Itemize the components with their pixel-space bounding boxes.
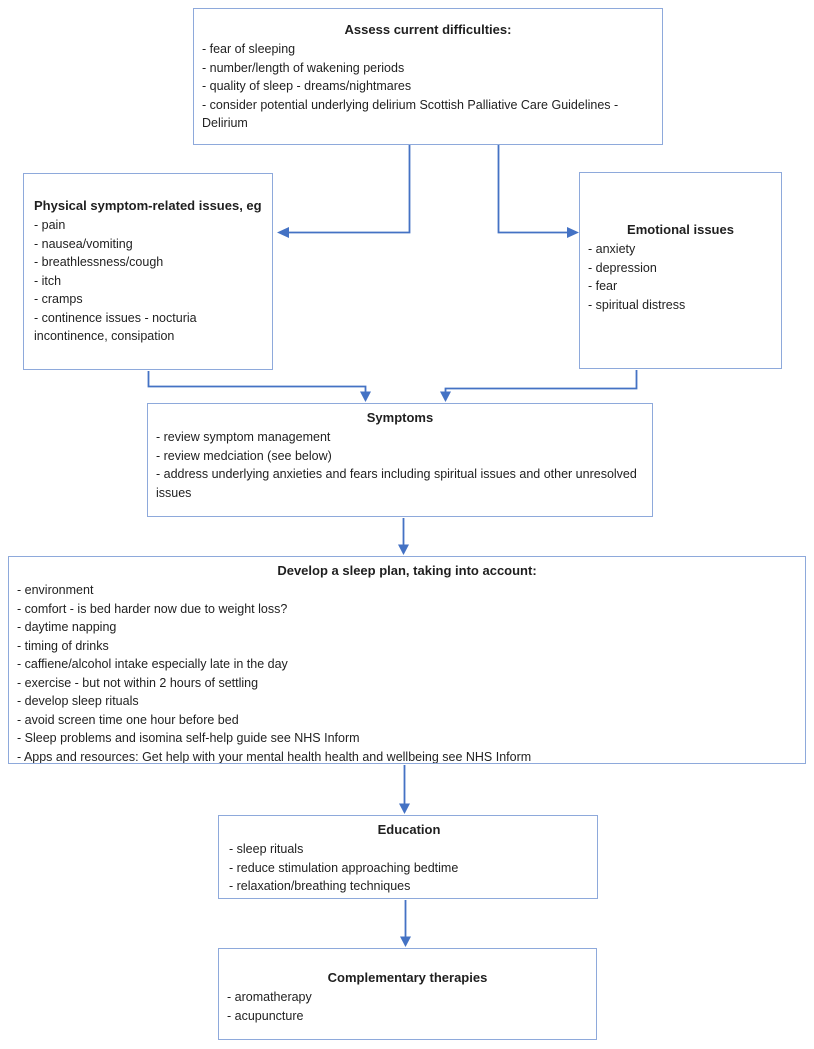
box-title: Emotional issues	[627, 222, 734, 237]
complementary-therapies-box: Complementary therapies - aromatherapy -…	[218, 948, 597, 1040]
list-item: - spiritual distress	[588, 297, 686, 312]
list-item: - caffiene/alcohol intake especially lat…	[17, 657, 288, 671]
list-item: - comfort - is bed harder now due to wei…	[17, 601, 288, 616]
assess-current-difficulties-box: Assess current difficulties: - fear of s…	[193, 8, 663, 145]
list-item: - fear	[588, 279, 618, 293]
left-arrowhead-icon	[277, 227, 289, 238]
sleep-plan-box: Develop a sleep plan, taking into accoun…	[8, 556, 806, 764]
list-item: - anxiety	[588, 242, 636, 256]
down-arrowhead-icon	[398, 544, 409, 555]
emotional-issues-box: Emotional issues - anxiety - depression …	[579, 172, 782, 369]
list-item: - quality of sleep - dreams/nightmares	[202, 79, 412, 93]
down-arrowhead-icon	[440, 391, 451, 402]
connector-assess-to-physical	[289, 145, 411, 234]
connector-assess-to-emotional	[497, 145, 567, 234]
list-item: - avoid screen time one hour before bed	[17, 712, 239, 727]
list-item: - consider potential underlying delirium…	[202, 97, 619, 131]
list-item: - breathlessness/cough	[34, 255, 164, 269]
down-arrowhead-icon	[360, 391, 371, 402]
list-item: - number/length of wakening periods	[202, 60, 405, 75]
list-item: - develop sleep rituals	[17, 694, 139, 708]
box-title: Physical symptom-related issues, eg	[34, 198, 262, 213]
box-title: Develop a sleep plan, taking into accoun…	[277, 563, 537, 578]
physical-issues-box: Physical symptom-related issues, eg - pa…	[23, 173, 273, 370]
list-item: - aromatherapy	[227, 990, 312, 1004]
box-title: Symptoms	[366, 410, 434, 425]
list-item: - acupuncture	[227, 1008, 304, 1023]
list-item: - review medciation (see below)	[156, 448, 332, 463]
list-item: - reduce stimulation approaching bedtime	[229, 860, 459, 875]
list-item: - exercise - but not within 2 hours of s…	[17, 675, 259, 690]
list-item: - sleep rituals	[229, 842, 304, 856]
box-title: Assess current difficulties:	[344, 22, 512, 37]
list-item: - relaxation/breathing techniques	[229, 879, 411, 893]
list-item: - fear of sleeping	[202, 42, 296, 56]
connector-physical-to-symptoms	[147, 371, 367, 392]
symptoms-box: Symptoms - review symptom management - r…	[147, 403, 653, 517]
list-item: - cramps	[34, 292, 83, 306]
list-item: - daytime napping	[17, 620, 117, 634]
down-arrowhead-icon	[399, 803, 410, 814]
list-item: - continence issues - nocturia incontine…	[34, 310, 197, 344]
list-item: - itch	[34, 273, 62, 288]
list-item: - timing of drinks	[17, 638, 109, 653]
list-item: - address underlying anxieties and fears…	[156, 467, 637, 500]
education-box: Education - sleep rituals - reduce stimu…	[218, 815, 598, 899]
box-title: Complementary therapies	[327, 970, 488, 985]
connector-emotional-to-symptoms	[444, 370, 638, 392]
down-arrowhead-icon	[400, 936, 411, 947]
list-item: - environment	[17, 583, 94, 597]
list-item: - nausea/vomiting	[34, 236, 133, 251]
right-arrowhead-icon	[567, 227, 579, 238]
list-item: - Sleep problems and isomina self-help g…	[17, 731, 360, 745]
list-item: - Apps and resources: Get help with your…	[17, 749, 532, 764]
list-item: - depression	[588, 260, 657, 275]
box-title: Education	[377, 822, 441, 837]
list-item: - review symptom management	[156, 430, 331, 444]
list-item: - pain	[34, 218, 66, 232]
